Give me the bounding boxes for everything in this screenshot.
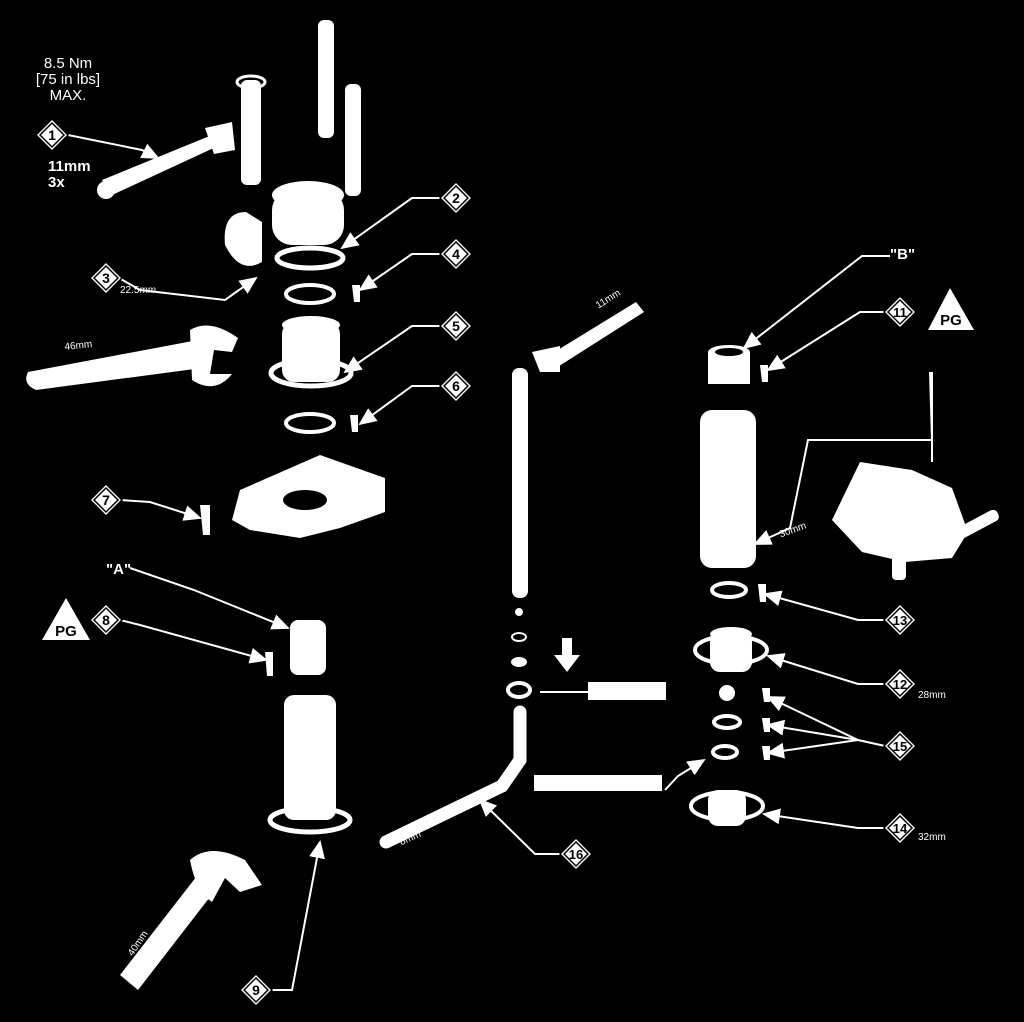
callout-8: 8 [88, 602, 124, 638]
callout-number: 15 [893, 739, 907, 754]
callout-number: 5 [452, 318, 460, 334]
cap-part-A [290, 620, 326, 675]
torque-line-2: [75 in lbs] [35, 71, 101, 88]
torque-note: 8.5 Nm [75 in lbs] MAX. [28, 56, 108, 104]
callout-number: 12 [893, 677, 907, 692]
upper-housing [272, 181, 344, 245]
torque-line-3: MAX. [49, 87, 87, 104]
ring-part-9 [267, 805, 353, 835]
cap-part-B [708, 345, 750, 384]
ref-label-B: "B" [890, 246, 916, 263]
tool1-qty: 3x [48, 174, 65, 191]
torque-line-1: 8.5 Nm [43, 55, 93, 72]
clip-part-3 [224, 212, 262, 266]
callout-3: 3 [88, 260, 124, 296]
size-label-12: 28mm [918, 690, 946, 701]
shaft-long [512, 368, 528, 598]
callout-number: 1 [48, 127, 56, 143]
size-label-3: 22.5mm [120, 285, 157, 296]
leader-lines [67, 134, 934, 991]
arrow-down-icon [554, 638, 580, 672]
callout-7: 7 [88, 482, 124, 518]
wand-8mm [379, 705, 527, 849]
pg-badge-left: PG [42, 598, 90, 640]
wrench-46mm-icon [26, 325, 238, 390]
nut-part-14 [708, 790, 746, 826]
callout-number: 4 [452, 246, 460, 262]
callout-number: 3 [102, 270, 110, 286]
spray-gun-icon [832, 462, 999, 580]
ring-part-12 [693, 634, 769, 666]
pg-badge-right-text: PG [940, 312, 962, 329]
callout-number: 16 [569, 847, 583, 862]
callout-4: 4 [438, 236, 474, 272]
callout-12: 12 [882, 666, 918, 702]
callout-14: 14 [882, 810, 918, 846]
cylinder-30mm [700, 410, 756, 568]
callout-6: 6 [438, 368, 474, 404]
stud-center [318, 20, 334, 138]
callout-15: 15 [882, 728, 918, 764]
pg-badge-left-text: PG [55, 623, 77, 640]
upper-housing-ring [274, 245, 346, 271]
gauge-bar-upper [588, 682, 666, 700]
callout-5: 5 [438, 308, 474, 344]
ring-part-14 [689, 790, 765, 822]
callout-number: 14 [893, 821, 908, 836]
callout-number: 9 [252, 982, 260, 998]
tool1-size: 11mm [48, 158, 91, 175]
wrench-11mm-center-icon [532, 302, 644, 372]
callout-number: 8 [102, 612, 110, 628]
wrench-11mm-icon [97, 122, 235, 199]
callout-number: 2 [452, 190, 460, 206]
o-ring-4 [284, 283, 336, 305]
nut-part-5 [282, 316, 340, 382]
callout-number: 7 [102, 492, 110, 508]
stud-left [235, 74, 267, 185]
pg-badge-right: PG [928, 288, 974, 330]
wrench-40mm-icon [120, 851, 262, 990]
callout-2: 2 [438, 180, 474, 216]
pin-markers [200, 285, 770, 760]
callout-number: 13 [893, 613, 907, 628]
washer-13 [710, 581, 748, 599]
size-label-14: 32mm [918, 832, 946, 843]
callout-9: 9 [238, 972, 274, 1008]
callout-13: 13 [882, 602, 918, 638]
cylinder-lower-left [284, 695, 336, 820]
ref-label-A: "A" [106, 561, 132, 578]
gauge-bar-lower [534, 775, 662, 791]
callout-11: 11 [882, 294, 918, 330]
stud-right [345, 84, 361, 196]
callout-1: 1 [34, 117, 70, 153]
callout-16: 16 [558, 836, 594, 872]
o-ring-6 [284, 412, 336, 434]
callout-number: 6 [452, 378, 460, 394]
callout-number: 11 [893, 305, 907, 320]
